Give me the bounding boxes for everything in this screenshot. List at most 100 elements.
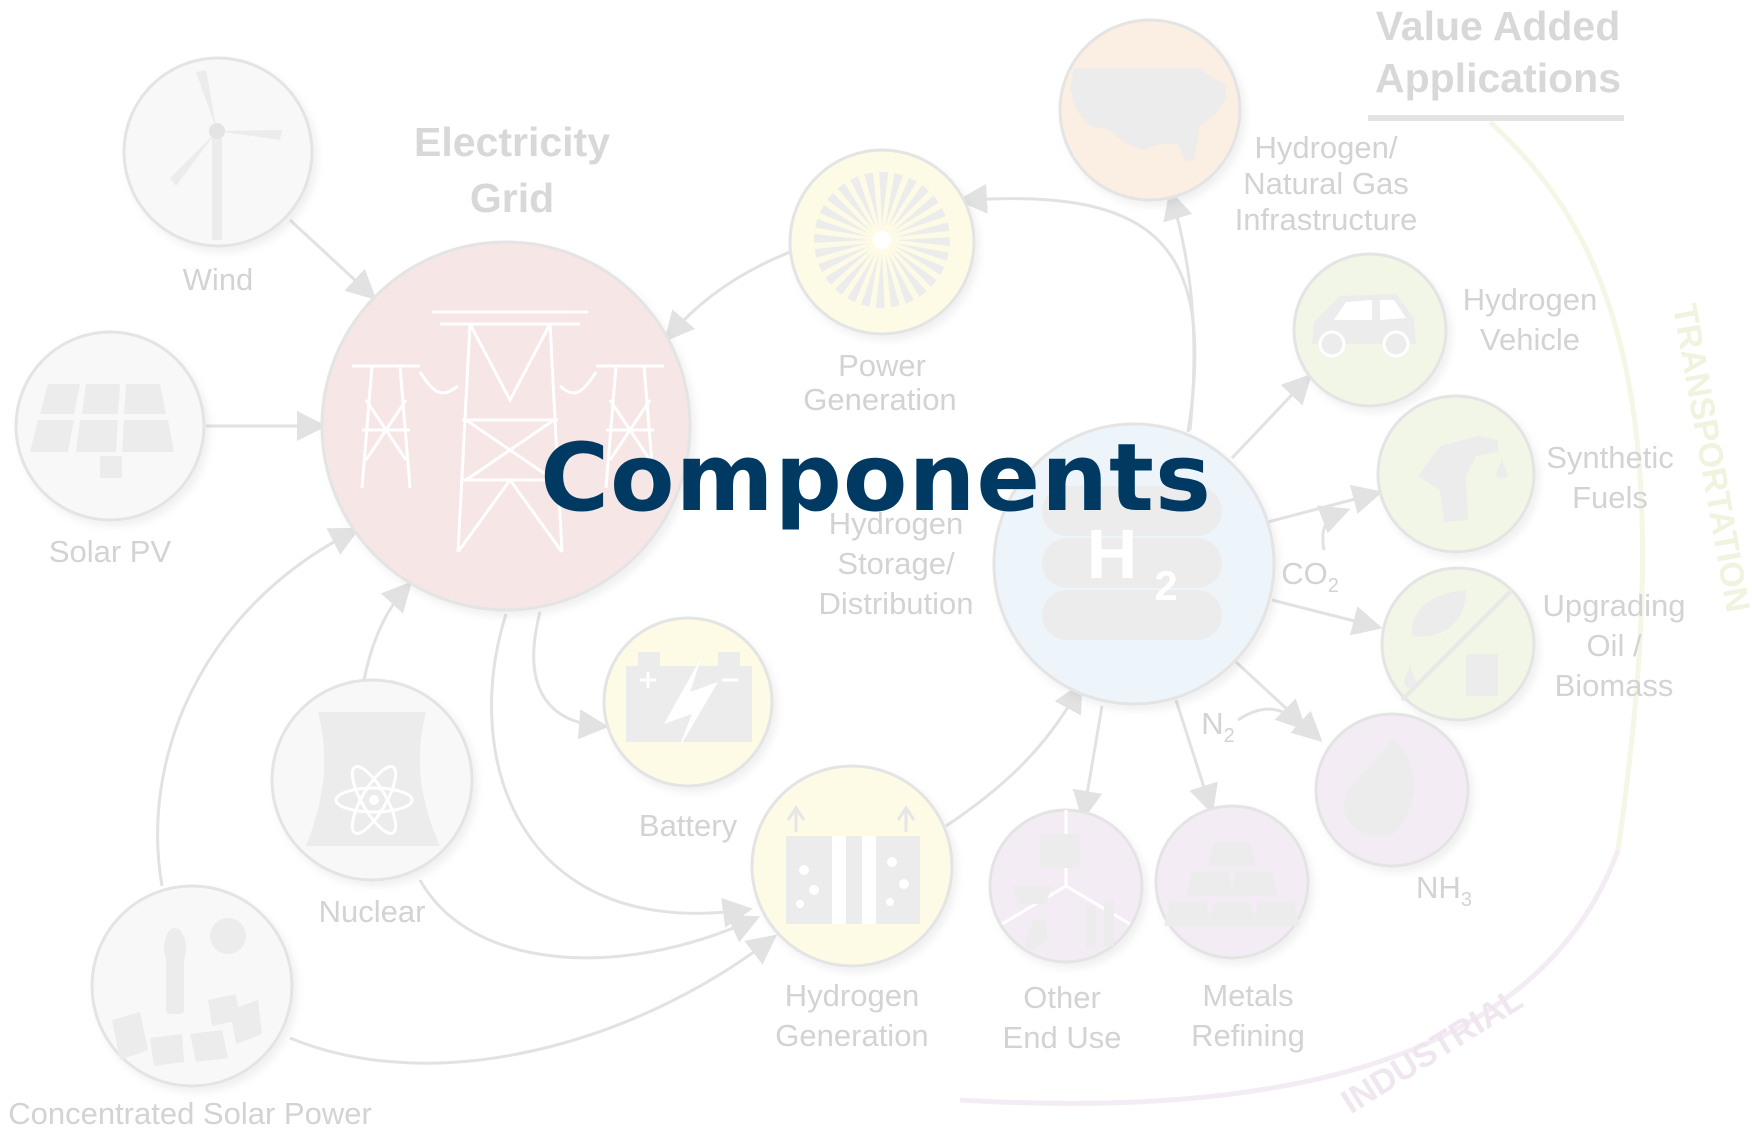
turbine-blade [834,250,874,295]
turbine-blade [864,172,879,227]
turbine-blade [895,243,949,262]
turbine-blade [888,252,914,304]
solar-panel-icon [30,384,174,478]
csp-tower-icon [112,918,262,1066]
electricity-grid-node [320,240,692,612]
us-map-icon [1070,68,1226,162]
turbine-blade [875,254,885,308]
metals-refining-label-line2: Refining [1191,1018,1305,1053]
natural-gas-label-line2: Natural Gas [1243,166,1408,201]
upgrading-label-line2: Oil / [1586,628,1642,663]
turbine-blade [819,205,870,234]
turbine-blade [890,185,930,230]
value-added-header-line1: Value Added [1376,3,1621,49]
vehicle-label-line2: Vehicle [1480,322,1580,357]
nuclear-label: Nuclear [319,894,426,929]
fuel-pump-icon [1418,436,1508,522]
upgrading-label-line3: Biomass [1555,668,1674,703]
turbine-blade [894,246,945,275]
h2-symbol: H [1087,515,1138,593]
wind-node [122,56,314,248]
other-end-use-node [988,808,1144,964]
nh3-text: NH [1416,870,1461,905]
power-generation-label-line2: Generation [803,382,956,417]
turbine-blade [890,250,927,297]
hydrogen-vehicle-node [1292,252,1448,408]
nh3-label: NH3 [1416,870,1472,911]
synthetic-fuels-node [1376,394,1536,554]
ammonia-node [1314,712,1470,868]
hydrogen-generation-node [750,764,954,968]
lab-icon [1001,810,1131,952]
natural-gas-label-line1: Hydrogen/ [1254,130,1397,165]
synthetic-fuels-label-line1: Synthetic [1546,440,1674,475]
storage-label-line1: Hydrogen [829,506,963,541]
wind-turbine-icon [170,70,282,240]
battery-node [602,616,774,788]
metals-refining-label-line1: Metals [1202,978,1293,1013]
electricity-grid-header-line1: Electricity [414,119,610,165]
h2-subscript: 2 [1154,562,1177,609]
upgrading-node [1380,566,1536,722]
value-added-header-line2: Applications [1375,55,1621,101]
power-generation-label-line1: Power [838,348,926,383]
nh3-subscript: 3 [1461,889,1472,911]
flame-leaf-icon [1344,738,1414,836]
nuclear-node [270,678,474,882]
n2-subscript: 2 [1224,725,1235,747]
turbine-blade [895,222,950,237]
turbine-blade [815,218,869,237]
upgrading-label-line1: Upgrading [1542,588,1685,623]
wind-label: Wind [183,262,254,297]
industrial-arc-label: INDUSTRIAL [1335,980,1530,1121]
other-end-use-label-line2: End Use [1003,1020,1122,1055]
synthetic-fuels-label-line2: Fuels [1572,480,1648,515]
power-generation-node [788,148,976,336]
turbine-blade [885,173,904,227]
car-icon [1312,294,1416,358]
solar-pv-node [14,330,206,522]
natural-gas-node [1058,18,1242,202]
turbine-blade [896,237,950,247]
co2-text: CO [1281,556,1328,591]
turbine-blade [888,177,917,228]
turbine-blade [892,248,937,288]
industrial-arc [959,849,1621,1106]
turbine-blade [850,176,876,228]
flow-arrows [156,183,1383,1065]
solar-pv-label: Solar PV [49,534,172,569]
electricity-grid-header-line2: Grid [470,175,554,221]
csp-node [90,884,294,1088]
turbine-blade [814,243,869,258]
co2-label: CO2 [1281,556,1339,597]
electrolyzer-icon [786,805,920,924]
turbine-blade [837,183,874,230]
turbine-blade [892,195,939,232]
turbine-blade [818,246,870,272]
turbine-blade [885,253,900,308]
leaf-oil-icon [1400,588,1514,702]
transportation-arc [1488,120,1646,851]
turbine-blade [860,253,879,307]
n2-label: N2 [1201,706,1235,747]
turbine-blade [879,172,889,226]
battery-icon [626,652,752,750]
turbine-blade [827,192,872,232]
turbine-blade [847,252,876,303]
cooling-tower-icon [306,712,440,846]
gold-bars-icon [1164,842,1300,926]
csp-label: Concentrated Solar Power [8,1096,372,1131]
turbine-blade [894,208,946,234]
turbine-hub [873,231,891,249]
other-end-use-label-line1: Other [1023,980,1101,1015]
turbine-blade [825,248,872,285]
metals-refining-node [1154,804,1310,960]
transmission-tower-icon [352,310,664,553]
battery-label: Battery [639,808,738,843]
hydrogen-generation-label-line2: Generation [775,1018,928,1053]
page-title: Components [540,424,1212,533]
turbine-blade [814,233,868,243]
hydrogen-generation-label-line1: Hydrogen [785,978,919,1013]
storage-label-line3: Distribution [818,586,973,621]
